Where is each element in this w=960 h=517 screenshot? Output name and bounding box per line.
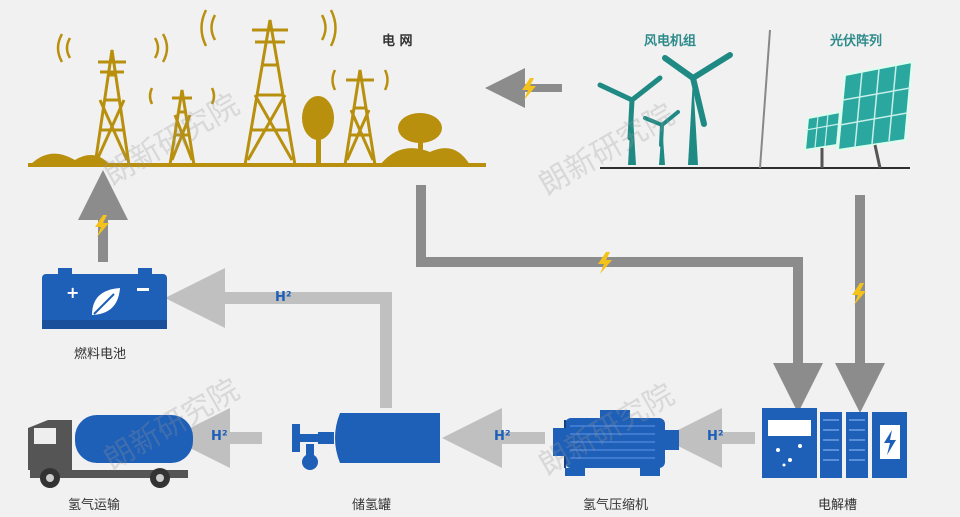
compressor-label: 氢气压缩机 — [583, 498, 649, 513]
wind-turbine-icon — [597, 75, 663, 165]
transport-label: 氢气运输 — [68, 498, 121, 513]
electrolyzer-icon — [762, 408, 907, 478]
wind-turbine-icon — [662, 52, 733, 165]
solar-array-illustration — [803, 60, 914, 169]
h2-marker-to-fuelcell: H² — [275, 290, 292, 305]
storage-label: 储氢罐 — [352, 498, 392, 513]
arrow-grid-to-electrolyzer — [416, 185, 823, 413]
fuel-cell-label: 燃料电池 — [74, 347, 127, 362]
solar-panel-icon — [803, 110, 842, 168]
transmission-tower-icon — [343, 69, 377, 166]
hydrogen-truck-icon — [28, 415, 193, 488]
tree-icon — [302, 96, 334, 165]
power-grid-illustration — [28, 9, 486, 167]
h2-marker-to-compressor: H² — [707, 429, 724, 444]
lightning-icon — [598, 252, 612, 274]
transmission-tower-icon — [93, 49, 131, 166]
electrolyzer-label: 电解槽 — [818, 498, 858, 513]
signal-wave-icon — [56, 9, 389, 105]
hydrogen-storage-tank-icon — [292, 413, 440, 470]
h2-marker-to-transport: H² — [211, 429, 228, 444]
grid-label: 电 网 — [382, 34, 413, 49]
transmission-tower-icon — [168, 89, 196, 166]
fuel-cell-icon: + — [42, 268, 167, 329]
lightning-icon — [95, 215, 109, 237]
wind-turbines-illustration — [597, 29, 910, 169]
wind-turbine-icon — [643, 110, 680, 165]
solar-label: 光伏阵列 — [830, 34, 883, 49]
svg-text:+: + — [66, 283, 79, 302]
wind-label: 风电机组 — [644, 34, 697, 49]
tree-icon — [398, 113, 442, 165]
solar-panel-icon — [836, 60, 914, 169]
transmission-tower-icon — [243, 19, 297, 166]
h2-marker-to-storage: H² — [494, 429, 511, 444]
lightning-icon — [522, 78, 536, 100]
hydrogen-compressor-icon — [553, 410, 679, 476]
arrow-storage-to-fuelcell — [165, 268, 392, 408]
lightning-icon — [852, 283, 866, 305]
